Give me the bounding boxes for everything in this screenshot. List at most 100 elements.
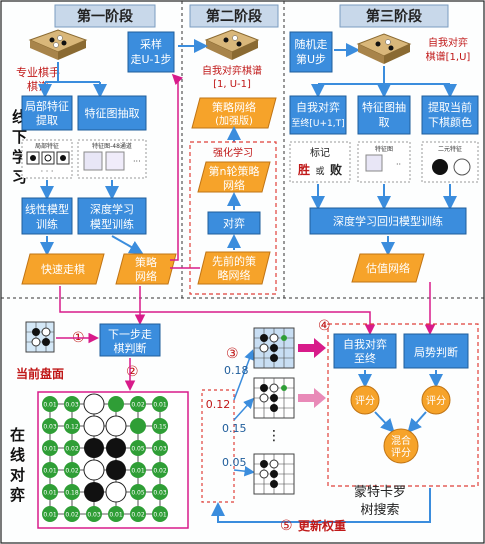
policy-net-label-1: 策略 — [135, 255, 157, 269]
stage2-header — [189, 4, 279, 28]
prob-marker — [64, 506, 80, 522]
step-2-label: ② — [126, 364, 139, 380]
black-stone — [106, 438, 126, 458]
linear-train-label-2: 训练 — [36, 217, 58, 231]
black-stone-icon — [432, 159, 448, 175]
prob-value: 0.02 — [131, 512, 145, 519]
prob-value: 0.05 — [131, 490, 145, 497]
side-online-1: 在 — [10, 426, 25, 444]
prob-value: 0.01 — [109, 512, 123, 519]
win-label: 胜 — [298, 162, 310, 177]
score-b-label: 评分 — [426, 395, 446, 407]
prob-value: 0.12 — [65, 424, 79, 431]
prob-value: 0.01 — [131, 468, 145, 475]
feature3-panel — [357, 141, 411, 183]
prob-value: 0.03 — [153, 490, 167, 497]
prob-value: 0.02 — [65, 446, 79, 453]
selfplay-s2-label-2: [1, U-1] — [213, 79, 251, 90]
linear-train-label-1: 线性模型 — [25, 202, 69, 216]
prob-marker — [42, 396, 58, 412]
current-board-icon — [25, 321, 55, 353]
prob-value: 0.15 — [153, 424, 167, 431]
feature3-thumb — [365, 154, 383, 172]
branch-line-3 — [233, 465, 255, 477]
white-stone — [105, 481, 127, 503]
prob-marker — [152, 440, 168, 456]
local-patch-thumbs: · · · — [26, 151, 70, 176]
thick-arrow-2 — [298, 388, 326, 408]
prob-marker — [152, 396, 168, 412]
mark-panel — [289, 141, 351, 183]
white-stone-icon — [453, 158, 471, 176]
prob-marker — [130, 418, 146, 434]
prob-marker — [64, 396, 80, 412]
side-online-2: 线 — [10, 446, 25, 464]
branch-line-2 — [233, 397, 255, 421]
selfplay-board-icon-s2 — [204, 29, 260, 60]
value-net-shape — [351, 253, 425, 283]
binary-caption: 二元特征 — [438, 145, 462, 153]
policy-strong-shape — [191, 97, 277, 129]
white-stone — [83, 393, 105, 415]
mcts-selfplay-label-1: 自我对弈 — [343, 337, 387, 351]
value-train-box — [309, 207, 467, 235]
sample-box — [127, 31, 175, 73]
prob-marker — [42, 506, 58, 522]
prob-marker — [42, 462, 58, 478]
feature-extract-label: 特征图抽取 — [85, 106, 140, 120]
arrow-to-policy — [111, 235, 144, 254]
rl-nth-label-1: 第n轮策略 — [209, 164, 260, 178]
selfplay-s2-label-1: 自我对弈棋谱 — [202, 64, 262, 77]
branch-line-1 — [233, 349, 255, 401]
policy-strong-label-2: (加强版) — [215, 114, 253, 127]
fast-net-shape — [21, 253, 105, 285]
branch-prob-a: 0.18 — [224, 364, 249, 377]
prob-value: 0.01 — [43, 446, 57, 453]
rl-title: 强化学习 — [213, 146, 253, 159]
rl-prev-label-1: 先前的策 — [212, 254, 256, 268]
prob-value: 0.02 — [153, 468, 167, 475]
mixed-circle — [383, 428, 419, 464]
prob-marker — [86, 506, 102, 522]
prob-marker — [42, 418, 58, 434]
prob-marker — [152, 418, 168, 434]
stage1-header — [54, 4, 156, 28]
prob-value: 0.03 — [153, 446, 167, 453]
feature3-dots: ·· — [396, 160, 401, 169]
selfplay-board-icon-s3 — [356, 33, 412, 64]
prob-value: 0.02 — [65, 512, 79, 519]
prob-marker — [152, 484, 168, 500]
next-move-box — [99, 323, 161, 357]
mixed-label-2: 评分 — [391, 447, 411, 459]
candidates-ellipsis: ⋮ — [267, 428, 281, 444]
prob-value: 0.03 — [87, 512, 101, 519]
prob-value: 0.01 — [43, 490, 57, 497]
white-stone — [83, 415, 105, 437]
feature3-caption: 特征图 — [375, 145, 393, 153]
arrow-score-b-mixed — [407, 411, 427, 433]
policy-strong-label-1: 策略网络 — [212, 100, 256, 114]
prob-value: 0.01 — [43, 468, 57, 475]
selfplay-end-box — [289, 95, 347, 135]
arrow-fast-to-mcts — [59, 286, 376, 335]
prob-board-frame — [37, 391, 189, 529]
selfplay-end-label-1: 自我对弈 — [296, 100, 340, 114]
arrow-update-weights — [211, 488, 431, 523]
side-online-3: 对 — [10, 466, 25, 484]
feature3-box — [357, 95, 411, 135]
sample-label-2: 走U-1步 — [130, 53, 171, 66]
prob-value: 0.01 — [153, 512, 167, 519]
feature3-label-2: 取 — [379, 116, 390, 129]
arrow-policy-to-sample — [170, 73, 184, 261]
prob-value: 0.02 — [131, 402, 145, 409]
rl-nth-label-2: 网络 — [223, 178, 245, 192]
selfplay-s3-label-2: 棋谱[1,U] — [426, 50, 471, 63]
prob-marker — [64, 418, 80, 434]
current-board-label: 当前盘面 — [16, 366, 64, 381]
prob-marker — [64, 484, 80, 500]
svg-text:···: ··· — [133, 157, 141, 166]
svg-text:· · ·: · · · — [41, 167, 54, 176]
mark-label: 标记 — [310, 147, 330, 159]
prob-value: 0.01 — [43, 512, 57, 519]
rl-group — [189, 141, 277, 295]
